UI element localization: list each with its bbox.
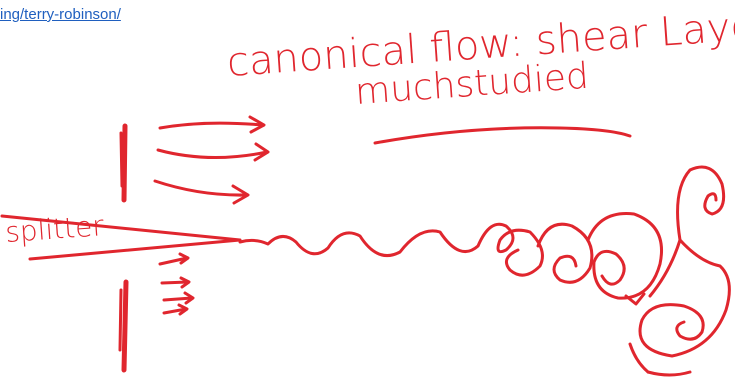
vortex-roll-2 (586, 212, 663, 300)
upper-wall-stroke (121, 123, 128, 203)
upper-flow-arrow-3 (153, 179, 248, 197)
shear-layer-wave (238, 222, 544, 277)
splitter-plate-stroke (0, 214, 242, 261)
lower-wall-stroke (121, 279, 129, 373)
lower-flow-arrow-3 (162, 296, 194, 302)
lower-flow-arrow-1 (158, 256, 189, 266)
source-url-link[interactable]: ing/terry-robinson/ (0, 6, 121, 23)
vortex-roll-1 (536, 222, 594, 284)
lower-flow-arrow-2 (160, 280, 190, 285)
upper-flow-arrow-1 (158, 121, 264, 130)
vortex-roll-3 (648, 165, 726, 298)
lower-flow-arrow-4 (162, 307, 188, 315)
upper-flow-arrow-2 (156, 148, 269, 160)
splitter-label: splitter (4, 209, 105, 249)
heading-underline-stroke (373, 126, 632, 145)
